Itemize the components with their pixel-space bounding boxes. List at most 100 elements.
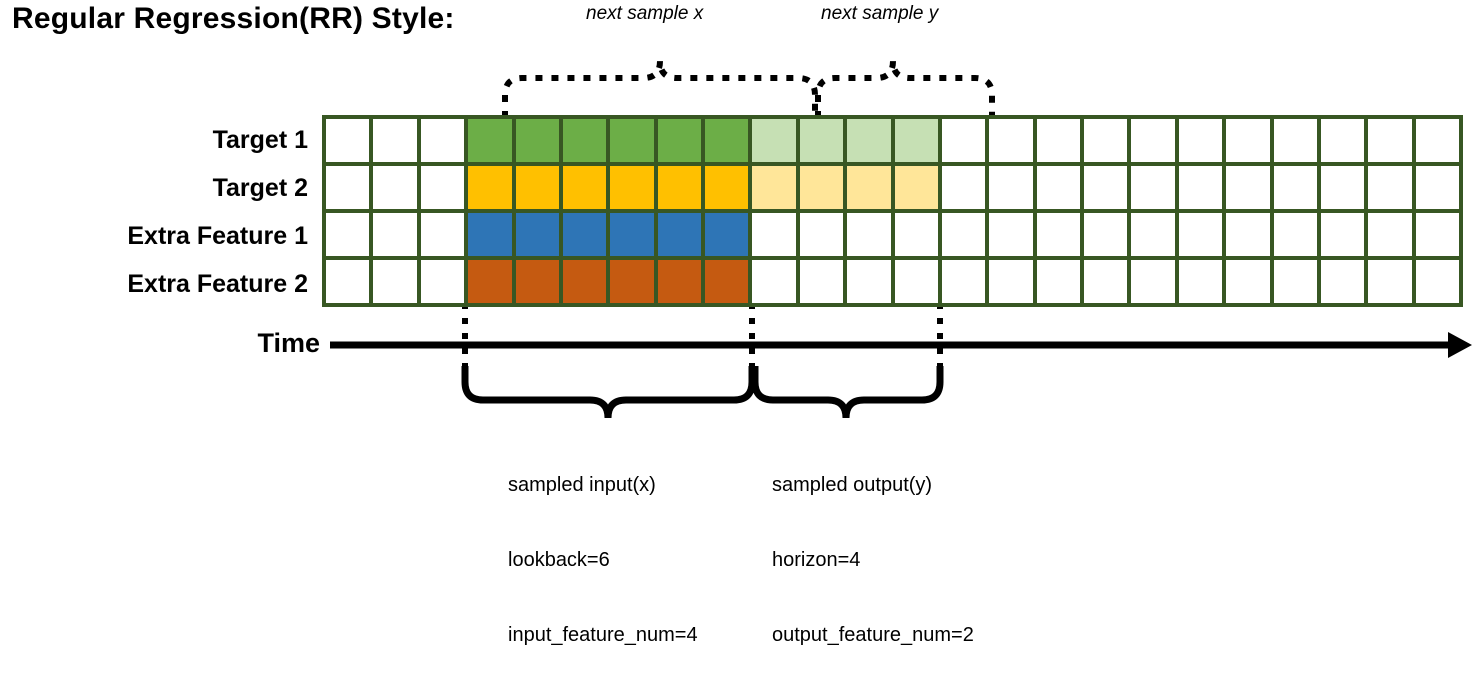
- axis-label-time: Time: [257, 328, 320, 358]
- grid-cell: [941, 260, 986, 303]
- grid-cell: [1036, 260, 1080, 303]
- grid-cell: [1131, 260, 1175, 303]
- grid-cell: [705, 166, 749, 209]
- grid-cell: [515, 166, 559, 209]
- grid-cell: [610, 166, 654, 209]
- row-label-target-1: Target 1: [212, 126, 308, 154]
- grid-cell: [515, 213, 559, 256]
- timeseries-grid: [322, 115, 1463, 307]
- grid-cell: [657, 213, 701, 256]
- grid-cell: [989, 213, 1033, 256]
- grid-cell: [515, 119, 559, 162]
- grid-cell: [1273, 119, 1317, 162]
- grid-cell: [847, 119, 891, 162]
- grid-cell: [989, 260, 1033, 303]
- grid-cell: [705, 119, 749, 162]
- grid-cell: [610, 260, 654, 303]
- grid-cell: [657, 260, 701, 303]
- grid-cell: [1084, 119, 1128, 162]
- grid-cell: [941, 119, 986, 162]
- grid-cell: [1273, 166, 1317, 209]
- grid-cell: [326, 213, 370, 256]
- diagram-canvas: Regular Regression(RR) Style: next sampl…: [12, 2, 1472, 646]
- grid-cell: [941, 166, 986, 209]
- grid-cell: [1226, 213, 1270, 256]
- grid-cell: [326, 119, 370, 162]
- grid-cell: [373, 260, 417, 303]
- grid-cell: [562, 119, 607, 162]
- row-label-target-2: Target 2: [212, 174, 308, 202]
- grid-cell: [1178, 166, 1223, 209]
- caption-output-line-3: output_feature_num=2: [772, 624, 974, 646]
- grid-cell: [657, 166, 701, 209]
- caption-sampled-input: sampled input(x) lookback=6 input_featur…: [508, 423, 698, 698]
- grid-cell: [1131, 166, 1175, 209]
- grid-cell: [657, 119, 701, 162]
- grid-cell: [1226, 166, 1270, 209]
- dotted-brace-x: [502, 60, 818, 118]
- grid-cell: [1320, 213, 1365, 256]
- caption-input-line-1: sampled input(x): [508, 474, 656, 496]
- grid-cell: [468, 166, 512, 209]
- grid-cell: [420, 166, 465, 209]
- grid-cell: [468, 213, 512, 256]
- grid-cell: [1036, 119, 1080, 162]
- grid-cell: [420, 213, 465, 256]
- callout-next-sample-y: next sample y: [821, 3, 939, 24]
- grid-cell: [1320, 119, 1365, 162]
- grid-cell: [610, 119, 654, 162]
- grid-cell: [1368, 213, 1412, 256]
- grid-cell: [420, 260, 465, 303]
- grid-cell: [989, 166, 1033, 209]
- grid-cell: [420, 119, 465, 162]
- grid-cell: [1415, 119, 1459, 162]
- grid-cell: [799, 213, 844, 256]
- caption-input-line-2: lookback=6: [508, 549, 610, 571]
- grid-cell: [941, 213, 986, 256]
- grid-cell: [610, 213, 654, 256]
- grid-cell: [1415, 213, 1459, 256]
- grid-cell: [752, 166, 796, 209]
- grid-cell: [847, 166, 891, 209]
- grid-cell: [894, 260, 938, 303]
- row-label-extra-feature-2: Extra Feature 2: [127, 270, 308, 298]
- grid-cell: [847, 213, 891, 256]
- grid-cell: [799, 260, 844, 303]
- grid-cell: [752, 213, 796, 256]
- solid-brace-output: [751, 366, 944, 419]
- grid-cell: [799, 166, 844, 209]
- grid-cell: [373, 213, 417, 256]
- grid-cell: [1084, 166, 1128, 209]
- grid-cell: [1320, 166, 1365, 209]
- grid-cell: [1226, 260, 1270, 303]
- grid-cell: [373, 166, 417, 209]
- grid-cell: [1415, 166, 1459, 209]
- caption-output-line-1: sampled output(y): [772, 474, 933, 496]
- grid-cell: [326, 260, 370, 303]
- grid-cell: [1131, 213, 1175, 256]
- grid-cell: [705, 260, 749, 303]
- grid-cell: [1178, 213, 1223, 256]
- grid-cell: [1368, 166, 1412, 209]
- caption-output-line-2: horizon=4: [772, 549, 861, 571]
- caption-input-line-3: input_feature_num=4: [508, 624, 698, 646]
- grid-cell: [1273, 213, 1317, 256]
- grid-cell: [894, 119, 938, 162]
- grid-cell: [1036, 166, 1080, 209]
- grid-cell: [1036, 213, 1080, 256]
- dotted-brace-y: [815, 60, 995, 118]
- grid-cell: [326, 166, 370, 209]
- caption-sampled-output: sampled output(y) horizon=4 output_featu…: [772, 423, 974, 698]
- grid-cell: [894, 213, 938, 256]
- grid-cell: [1178, 119, 1223, 162]
- grid-cell: [1178, 260, 1223, 303]
- grid-cell: [1415, 260, 1459, 303]
- grid-cell: [562, 166, 607, 209]
- grid-cell: [799, 119, 844, 162]
- row-label-extra-feature-1: Extra Feature 1: [127, 222, 308, 250]
- grid-cell: [562, 260, 607, 303]
- grid-cell: [1273, 260, 1317, 303]
- grid-cell: [468, 119, 512, 162]
- page-title: Regular Regression(RR) Style:: [12, 2, 455, 35]
- grid-cell: [752, 260, 796, 303]
